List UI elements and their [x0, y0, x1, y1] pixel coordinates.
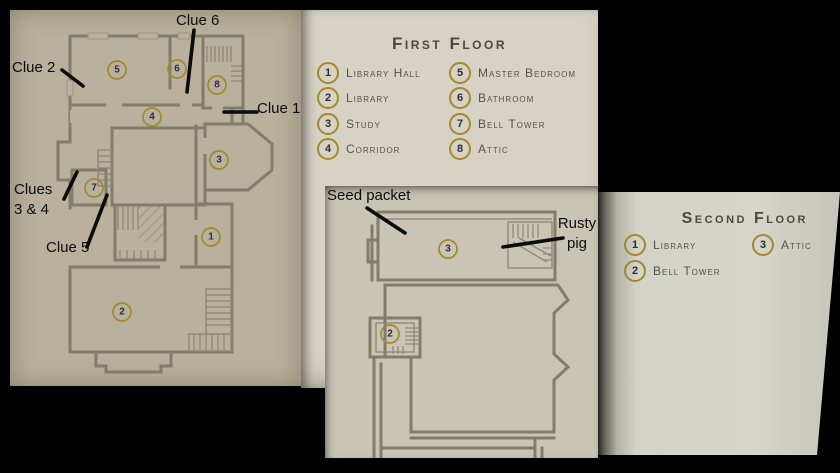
legend-item: 3 Attic — [752, 232, 812, 258]
clue-2-pointer-line — [60, 68, 85, 88]
legend-item: 8 Attic — [449, 137, 576, 163]
legend-item: 2 Library — [317, 86, 449, 112]
svg-text:2: 2 — [119, 307, 125, 318]
room-marker-1: 1 — [201, 227, 221, 247]
stairs-below-tower — [117, 207, 156, 260]
clue-5-pointer-line — [85, 193, 109, 249]
stairs-room8 — [206, 46, 242, 82]
clues-3-4-pointer-line — [62, 170, 79, 201]
second-floor-plan: 3 2 — [365, 206, 571, 458]
room-number-badge: 1 — [317, 61, 339, 84]
room-number-badge: 2 — [624, 260, 646, 282]
svg-text:8: 8 — [214, 80, 220, 91]
room-label: Corridor — [346, 142, 401, 157]
room-number-badge: 7 — [449, 112, 471, 135]
stairs-left-of-tower — [98, 155, 112, 181]
room-marker-5: 5 — [107, 60, 127, 80]
svg-text:4: 4 — [149, 112, 155, 123]
room-number-badge: 3 — [752, 234, 774, 256]
clue-6-pointer-line — [185, 28, 196, 94]
rusty-pig-pointer-line — [501, 236, 565, 249]
svg-text:7: 7 — [91, 183, 97, 194]
room-marker-3: 3 — [209, 150, 229, 170]
svg-text:2: 2 — [387, 329, 393, 340]
room-number-badge: 5 — [449, 61, 471, 84]
clue-6-label: Clue 6 — [176, 12, 220, 29]
stairs-library — [193, 294, 232, 351]
room-marker-6: 6 — [167, 59, 187, 79]
room-label: Study — [346, 116, 381, 131]
legend-item: 1 Library — [624, 232, 752, 258]
room-number-badge: 2 — [317, 87, 339, 110]
legend-item: 1 Library Hall — [317, 60, 449, 86]
room-marker-7: 7 — [84, 178, 104, 198]
seed-packet-label: Seed packet — [327, 187, 411, 204]
room-marker-8: 8 — [207, 75, 227, 95]
first-floor-map-paper: 5 6 8 4 3 7 1 2 — [10, 10, 301, 386]
clue-5-label: Clue 5 — [46, 239, 90, 256]
stairs-bell-tower — [392, 327, 418, 354]
clues-3-4-label: Clues 3 & 4 — [14, 181, 53, 219]
room-number-badge: 3 — [317, 112, 339, 135]
walls — [56, 34, 274, 374]
room-marker-4: 4 — [142, 107, 162, 127]
room-number-badge: 8 — [449, 138, 471, 161]
second-floor-title: Second Floor — [681, 210, 808, 227]
legend-item: 4 Corridor — [317, 137, 449, 163]
room-label: Library — [346, 91, 390, 106]
second-floor-map-paper: 3 2 — [325, 186, 598, 458]
walls — [366, 210, 571, 458]
second-floor-legend-list: 1 Library 2 Bell Tower 3 Attic — [624, 232, 812, 284]
legend-item: 5 Master Bedroom — [449, 60, 576, 86]
room-number-badge: 4 — [317, 138, 339, 161]
clue-1-label: Clue 1 — [257, 100, 301, 117]
first-floor-plan: 5 6 8 4 3 7 1 2 — [56, 28, 274, 374]
second-floor-legend-page: Second Floor 1 Library 2 Bell Tower 3 Attic — [598, 192, 840, 455]
room-number-badge: 6 — [449, 87, 471, 110]
legend-item: 2 Bell Tower — [624, 258, 752, 284]
stairs-attic — [512, 224, 552, 261]
svg-text:6: 6 — [174, 64, 180, 75]
room-marker-2: 2 — [112, 302, 132, 322]
first-floor-title: First Floor — [392, 34, 507, 53]
room-label: Bathroom — [478, 91, 535, 106]
first-floor-legend-list: 1 Library Hall 2 Library 3 Study 4 Corridor 5 Mas… — [317, 60, 576, 162]
room-label: Master Bedroom — [478, 65, 577, 80]
room-label: Attic — [478, 142, 509, 157]
room-number-badge: 1 — [624, 234, 646, 256]
room-label: Bell Tower — [653, 264, 721, 278]
clue-2-label: Clue 2 — [12, 59, 56, 76]
room-label: Bell Tower — [478, 116, 546, 131]
svg-text:1: 1 — [208, 232, 214, 243]
legend-item: 3 Study — [317, 111, 449, 137]
legend-item: 7 Bell Tower — [449, 111, 576, 137]
seed-packet-pointer-line — [365, 206, 407, 235]
room-label: Library — [653, 238, 697, 252]
svg-text:3: 3 — [216, 155, 222, 166]
legend-item: 6 Bathroom — [449, 86, 576, 112]
room-label: Library Hall — [346, 65, 421, 80]
room-label: Attic — [781, 238, 812, 252]
room-marker-2: 2 — [380, 324, 400, 344]
window-marks — [66, 32, 191, 97]
rusty-pig-label: Rusty pig — [557, 215, 597, 253]
svg-text:5: 5 — [114, 65, 120, 76]
room-marker-3: 3 — [438, 239, 458, 259]
door-gaps — [70, 102, 223, 271]
svg-text:3: 3 — [445, 244, 451, 255]
